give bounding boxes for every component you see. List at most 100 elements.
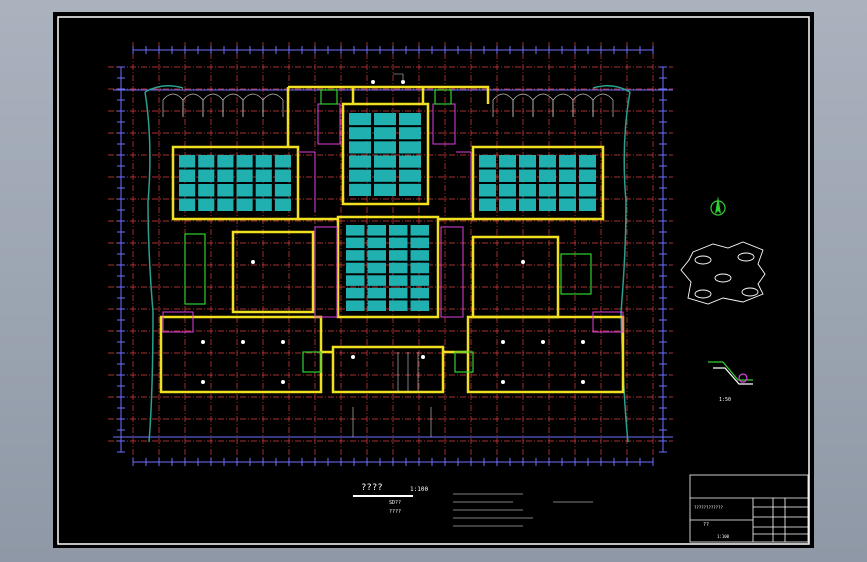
seat-row — [389, 237, 408, 249]
balcony-arc — [592, 93, 614, 117]
seat-row — [399, 113, 421, 126]
seat-row — [255, 198, 272, 211]
seat-row — [559, 169, 576, 182]
seat-row — [179, 169, 196, 182]
seat-row — [410, 237, 429, 249]
seat-row — [346, 250, 365, 261]
seat-row — [274, 184, 291, 197]
seat-row — [349, 169, 371, 182]
seat-row — [559, 155, 576, 168]
seat-row — [236, 169, 253, 182]
seat-row — [236, 184, 253, 197]
column-marker — [281, 340, 285, 344]
seat-row — [559, 184, 576, 197]
seat-row — [519, 184, 536, 197]
seat-row — [346, 287, 365, 299]
seat-row — [274, 169, 291, 182]
column-marker — [501, 380, 505, 384]
balcony-arc — [242, 93, 264, 117]
seat-row — [179, 198, 196, 211]
seat-row — [579, 155, 596, 168]
seat-row — [198, 184, 215, 197]
seat-row — [367, 262, 386, 274]
seat-row — [499, 169, 516, 182]
seat-row — [374, 183, 396, 196]
balcony-arc — [162, 93, 184, 117]
column-marker — [351, 355, 355, 359]
seat-row — [519, 155, 536, 168]
seat-row — [367, 275, 386, 286]
column-marker — [501, 340, 505, 344]
seat-row — [410, 300, 429, 311]
seat-row — [399, 183, 421, 196]
column-marker — [521, 260, 525, 264]
seat-row — [399, 169, 421, 182]
title-block-scale: 1:100 — [717, 534, 730, 539]
seat-row — [389, 275, 408, 286]
title-block-drawing-no: ?? — [703, 522, 710, 528]
auditorium-seating — [179, 113, 596, 311]
column-marker — [421, 355, 425, 359]
top-arc-balcony — [162, 93, 614, 117]
seat-row — [389, 262, 408, 274]
seat-row — [539, 169, 556, 182]
seat-row — [539, 155, 556, 168]
seat-row — [255, 155, 272, 168]
seat-row — [499, 184, 516, 197]
seat-row — [389, 300, 408, 311]
seat-row — [179, 155, 196, 168]
seat-row — [349, 155, 371, 168]
seat-row — [367, 300, 386, 311]
balcony-arc — [532, 93, 554, 117]
column-marker — [581, 340, 585, 344]
seat-row — [579, 184, 596, 197]
seat-row — [479, 184, 496, 197]
seat-row — [479, 169, 496, 182]
column-marker — [201, 340, 205, 344]
seat-row — [374, 113, 396, 126]
seat-row — [255, 184, 272, 197]
column-marker — [251, 260, 255, 264]
seat-row — [349, 113, 371, 126]
notes-lines — [353, 493, 593, 527]
seat-row — [410, 287, 429, 299]
green-elements — [184, 89, 592, 373]
plan-scale: 1:100 — [410, 486, 429, 493]
seat-row — [410, 250, 429, 261]
seat-row — [499, 155, 516, 168]
seat-row — [346, 237, 365, 249]
note-left-2: ???? — [389, 509, 402, 515]
seat-row — [410, 275, 429, 286]
seat-row — [274, 198, 291, 211]
interior-furniture — [162, 103, 624, 333]
seat-row — [399, 141, 421, 154]
seat-row — [519, 198, 536, 211]
seat-row — [367, 250, 386, 261]
plan-title: ???? — [361, 483, 383, 493]
seat-row — [399, 127, 421, 140]
seat-row — [539, 184, 556, 197]
seat-row — [579, 169, 596, 182]
seat-row — [349, 183, 371, 196]
drawing-sheet: ???? 1:100 SD?? ???? 1:50 ???????????? ?… — [53, 12, 814, 548]
north-arrow-icon — [710, 196, 726, 216]
title-block-project: ???????????? — [694, 505, 723, 510]
key-plan — [680, 241, 766, 305]
seat-row — [410, 262, 429, 274]
balcony-arc — [552, 93, 574, 117]
balcony-arc — [262, 93, 284, 117]
seat-row — [367, 237, 386, 249]
detail-section — [708, 361, 753, 385]
seat-row — [198, 169, 215, 182]
seat-row — [367, 287, 386, 299]
seat-row — [346, 275, 365, 286]
seat-row — [559, 198, 576, 211]
seat-row — [255, 169, 272, 182]
sheet-border — [57, 16, 810, 545]
floor-plan-canvas — [57, 16, 810, 545]
column-marker — [201, 380, 205, 384]
seat-row — [389, 225, 408, 236]
seat-row — [499, 198, 516, 211]
seat-row — [217, 198, 234, 211]
seat-row — [198, 155, 215, 168]
